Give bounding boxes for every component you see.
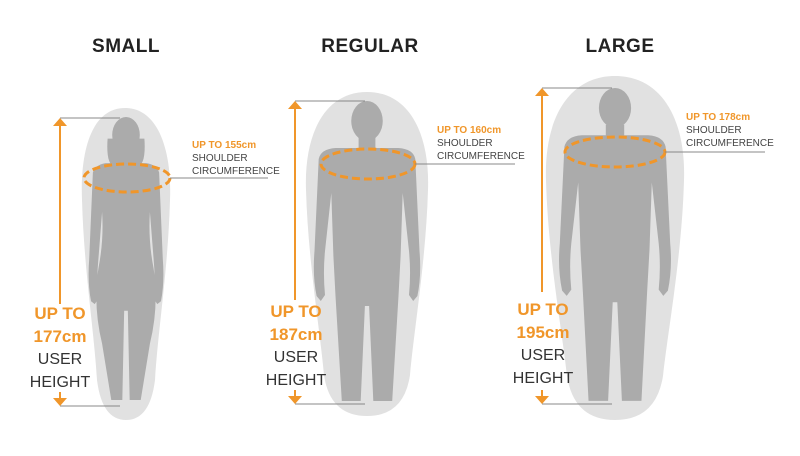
small-height-value-cm: 177cm: [33, 327, 87, 346]
regular-height-value: UP TO: [270, 302, 322, 321]
large-shoulder-text-2: CIRCUMFERENCE: [686, 138, 774, 149]
large-height-value: UP TO: [517, 300, 569, 319]
large-arrow-up-icon: [535, 88, 549, 96]
small-height-text-2: HEIGHT: [29, 374, 91, 391]
small-size-group: [53, 108, 268, 420]
regular-arrow-down-icon: [288, 396, 302, 404]
large-size-group: [535, 76, 765, 420]
small-arrow-up-icon: [53, 118, 67, 126]
small-shoulder-text-1: SHOULDER: [192, 153, 248, 164]
regular-height-value-cm: 187cm: [269, 325, 323, 344]
large-shoulder-text-1: SHOULDER: [686, 125, 742, 136]
large-height-text-1: USER: [520, 347, 566, 364]
small-height-value: UP TO: [34, 304, 86, 323]
small-height-text-1: USER: [37, 351, 83, 368]
large-person-silhouette: [559, 88, 671, 401]
regular-shoulder-text-1: SHOULDER: [437, 138, 493, 149]
small-shoulder-value: UP TO 155cm: [192, 140, 257, 151]
regular-height-text-1: USER: [273, 349, 319, 366]
large-shoulder-label: UP TO 178cm SHOULDER CIRCUMFERENCE: [686, 111, 774, 150]
regular-shoulder-value: UP TO 160cm: [437, 125, 502, 136]
small-shoulder-text-2: CIRCUMFERENCE: [192, 166, 280, 177]
small-person-silhouette: [88, 117, 164, 401]
regular-size-group: [288, 92, 515, 416]
large-title: LARGE: [585, 36, 655, 57]
large-height-text-2: HEIGHT: [512, 370, 574, 387]
regular-shoulder-label: UP TO 160cm SHOULDER CIRCUMFERENCE: [437, 124, 525, 163]
small-title: SMALL: [92, 36, 160, 57]
regular-height-text-2: HEIGHT: [265, 372, 327, 389]
regular-height-label: UP TO 187cm USER HEIGHT: [256, 300, 336, 392]
small-height-label: UP TO 177cm USER HEIGHT: [20, 302, 100, 394]
small-arrow-down-icon: [53, 398, 67, 406]
large-shoulder-value: UP TO 178cm: [686, 112, 751, 123]
regular-shoulder-text-2: CIRCUMFERENCE: [437, 151, 525, 162]
large-height-label: UP TO 195cm USER HEIGHT: [503, 298, 583, 390]
small-shoulder-label: UP TO 155cm SHOULDER CIRCUMFERENCE: [192, 139, 280, 178]
regular-title: REGULAR: [321, 36, 419, 57]
regular-person-silhouette: [313, 101, 421, 401]
large-arrow-down-icon: [535, 396, 549, 404]
large-height-value-cm: 195cm: [516, 323, 570, 342]
regular-arrow-up-icon: [288, 101, 302, 109]
